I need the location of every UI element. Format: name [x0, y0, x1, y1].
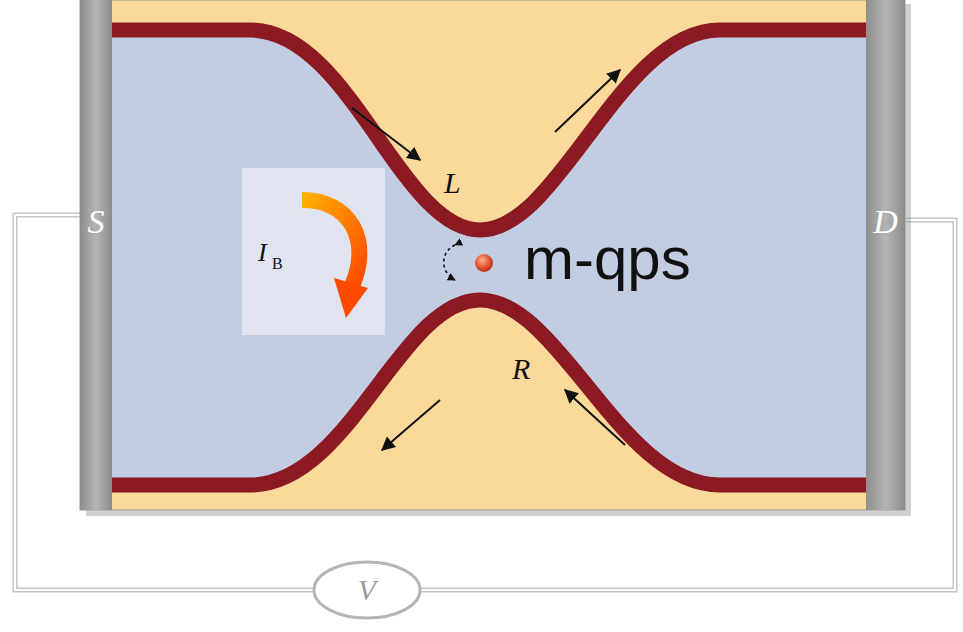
edge-channel-bottom: [108, 300, 870, 485]
edge-label: L: [444, 168, 461, 198]
orange-arrow: [302, 200, 359, 286]
flow-arrow: [555, 70, 620, 132]
quasiparticle-dot: [475, 254, 493, 272]
flow-arrow: [565, 390, 625, 445]
terminal-name: D: [873, 205, 898, 239]
channel: [108, 30, 870, 485]
quasiparticle-label: m-qps: [524, 229, 691, 289]
meter-symbol: V: [358, 575, 376, 605]
contact-bar: D: [866, 0, 905, 510]
current-subscript: B: [272, 256, 283, 272]
contact-bar: S: [80, 0, 112, 510]
current-symbol: I: [258, 240, 267, 266]
flow-arrow: [382, 400, 440, 450]
exchange-arrow: [444, 245, 455, 280]
edge-label: R: [512, 354, 530, 384]
orange-arrow-head: [334, 278, 368, 318]
card: [80, 0, 905, 510]
flow-arrow: [352, 108, 420, 160]
current-inset: [242, 168, 385, 335]
terminal-name: S: [88, 205, 105, 239]
edge-channel-top: [108, 30, 870, 230]
voltmeter: V: [312, 560, 422, 620]
